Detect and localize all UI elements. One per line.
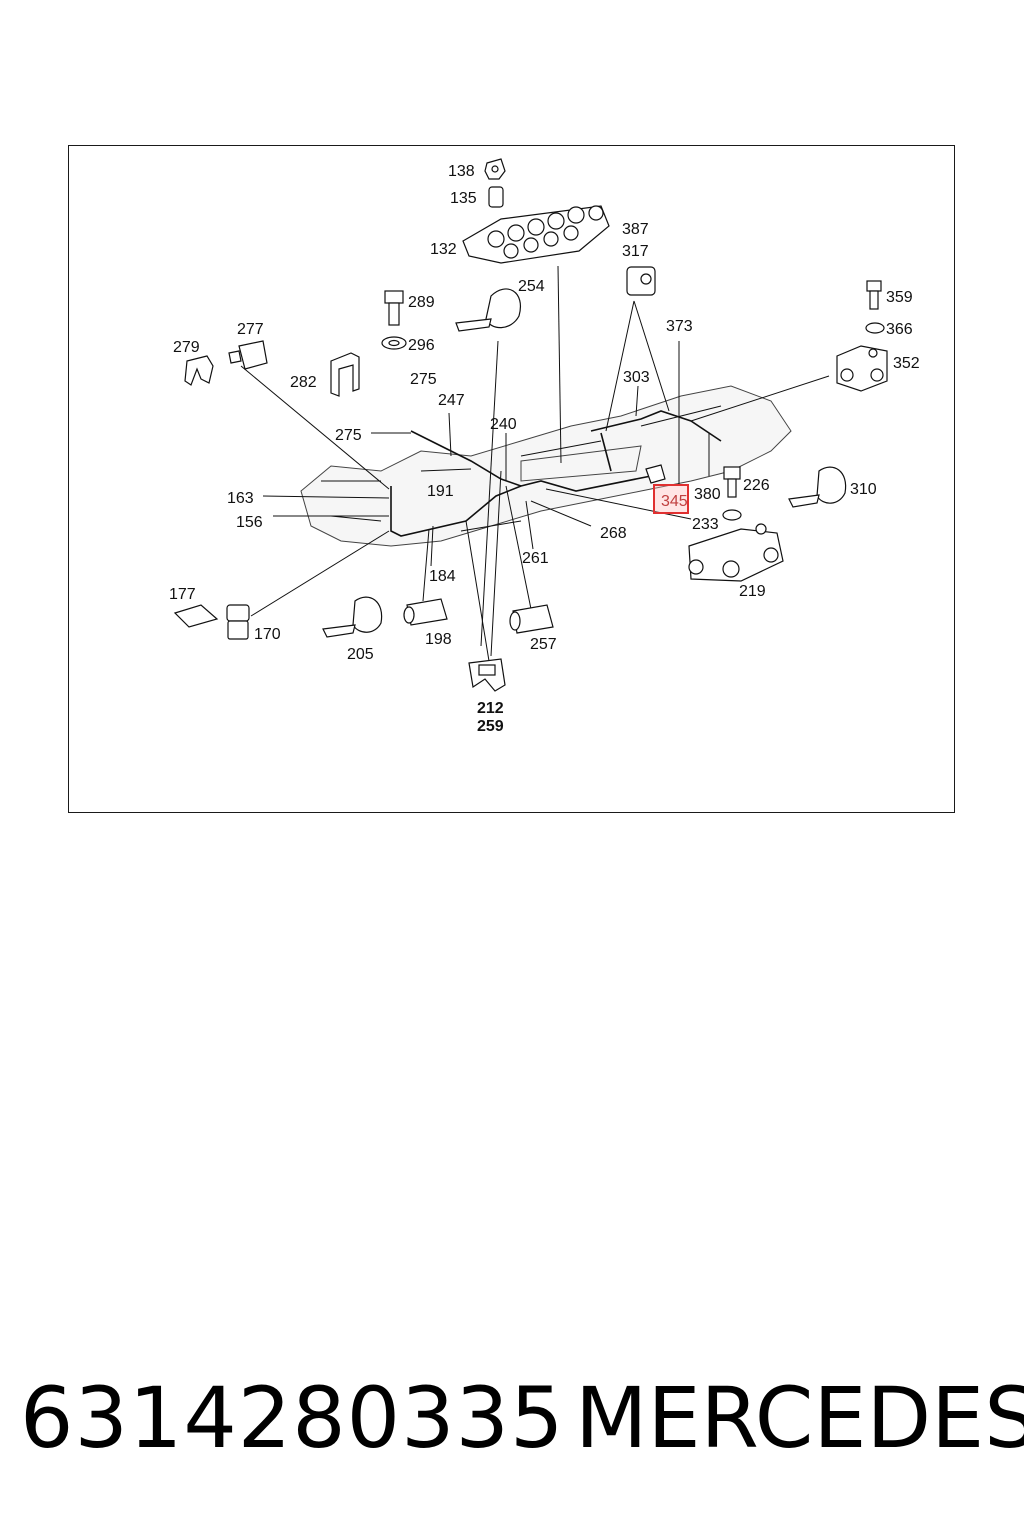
callout-259: 259 <box>477 718 504 735</box>
callout-184: 184 <box>429 568 456 585</box>
part-279-clip <box>184 355 214 386</box>
part-310-hose-clamp <box>788 466 847 508</box>
part-198-sleeve <box>403 598 448 626</box>
callout-170: 170 <box>254 626 281 643</box>
callout-289: 289 <box>408 294 435 311</box>
part-170-fitting <box>226 604 250 640</box>
callout-303: 303 <box>623 369 650 386</box>
callout-240: 240 <box>490 416 517 433</box>
callout-257: 257 <box>530 636 557 653</box>
part-289-bolt <box>384 290 404 326</box>
part-359-bolt <box>866 280 882 310</box>
callout-254: 254 <box>518 278 545 295</box>
callout-352: 352 <box>893 355 920 372</box>
callout-labels: 138 135 132 387 317 254 289 296 359 366 … <box>169 163 920 735</box>
callout-359: 359 <box>886 289 913 306</box>
part-212-259-holder <box>468 658 506 692</box>
part-296-washer <box>381 336 407 350</box>
chassis-frame <box>300 385 792 547</box>
part-177-seal <box>173 604 219 628</box>
part-257-sleeve <box>509 604 554 634</box>
callout-296: 296 <box>408 337 435 354</box>
callout-275-upper: 275 <box>410 371 437 388</box>
callout-380: 380 <box>694 486 721 503</box>
callout-279: 279 <box>173 339 200 356</box>
callout-163: 163 <box>227 490 254 507</box>
callout-268: 268 <box>600 525 627 542</box>
callout-177: 177 <box>169 586 196 603</box>
callout-261: 261 <box>522 550 549 567</box>
callout-233: 233 <box>692 516 719 533</box>
callout-132: 132 <box>430 241 457 258</box>
callout-138: 138 <box>448 163 475 180</box>
brake-pipes <box>390 410 722 537</box>
callout-212: 212 <box>477 700 504 717</box>
callout-317: 317 <box>622 243 649 260</box>
part-205-hose-clamp <box>322 596 383 638</box>
part-number: 6314280335 <box>20 1369 565 1467</box>
callout-282: 282 <box>290 374 317 391</box>
callout-366: 366 <box>886 321 913 338</box>
callout-219: 219 <box>739 583 766 600</box>
brand-name: MERCEDES <box>575 1369 1024 1467</box>
footer: 6314280335 MERCEDES <box>20 1368 1024 1468</box>
callout-156: 156 <box>236 514 263 531</box>
callout-310: 310 <box>850 481 877 498</box>
part-226-bolt <box>723 466 741 498</box>
callout-277: 277 <box>237 321 264 338</box>
part-254-hose-clamp <box>455 288 521 332</box>
leader-lines <box>240 265 830 662</box>
parts-diagram: 345 138 135 132 387 317 254 289 296 359 … <box>68 145 955 813</box>
highlighted-part-345: 345 <box>653 484 689 514</box>
part-135-sleeve <box>488 186 504 208</box>
callout-191: 191 <box>427 483 454 500</box>
part-277-grommet <box>228 340 268 370</box>
part-233-washer <box>722 509 742 521</box>
part-387-317-clamp-block <box>626 266 656 296</box>
callout-275-lower: 275 <box>335 427 362 444</box>
part-219-distribution-block <box>688 523 784 582</box>
highlight-box <box>653 484 689 514</box>
callout-373: 373 <box>666 318 693 335</box>
part-282-bracket <box>330 352 360 397</box>
callout-226: 226 <box>743 477 770 494</box>
part-352-distribution-block <box>836 345 888 392</box>
part-366-washer <box>865 322 885 334</box>
exploded-view: 345 138 135 132 387 317 254 289 296 359 … <box>169 158 920 735</box>
callout-135: 135 <box>450 190 477 207</box>
callout-247: 247 <box>438 392 465 409</box>
highlight-label: 345 <box>661 493 688 510</box>
part-138-nut <box>484 158 506 180</box>
callout-205: 205 <box>347 646 374 663</box>
callout-387: 387 <box>622 221 649 238</box>
callout-198: 198 <box>425 631 452 648</box>
part-345-fitting <box>645 464 666 484</box>
part-132-relay-block <box>462 205 610 264</box>
